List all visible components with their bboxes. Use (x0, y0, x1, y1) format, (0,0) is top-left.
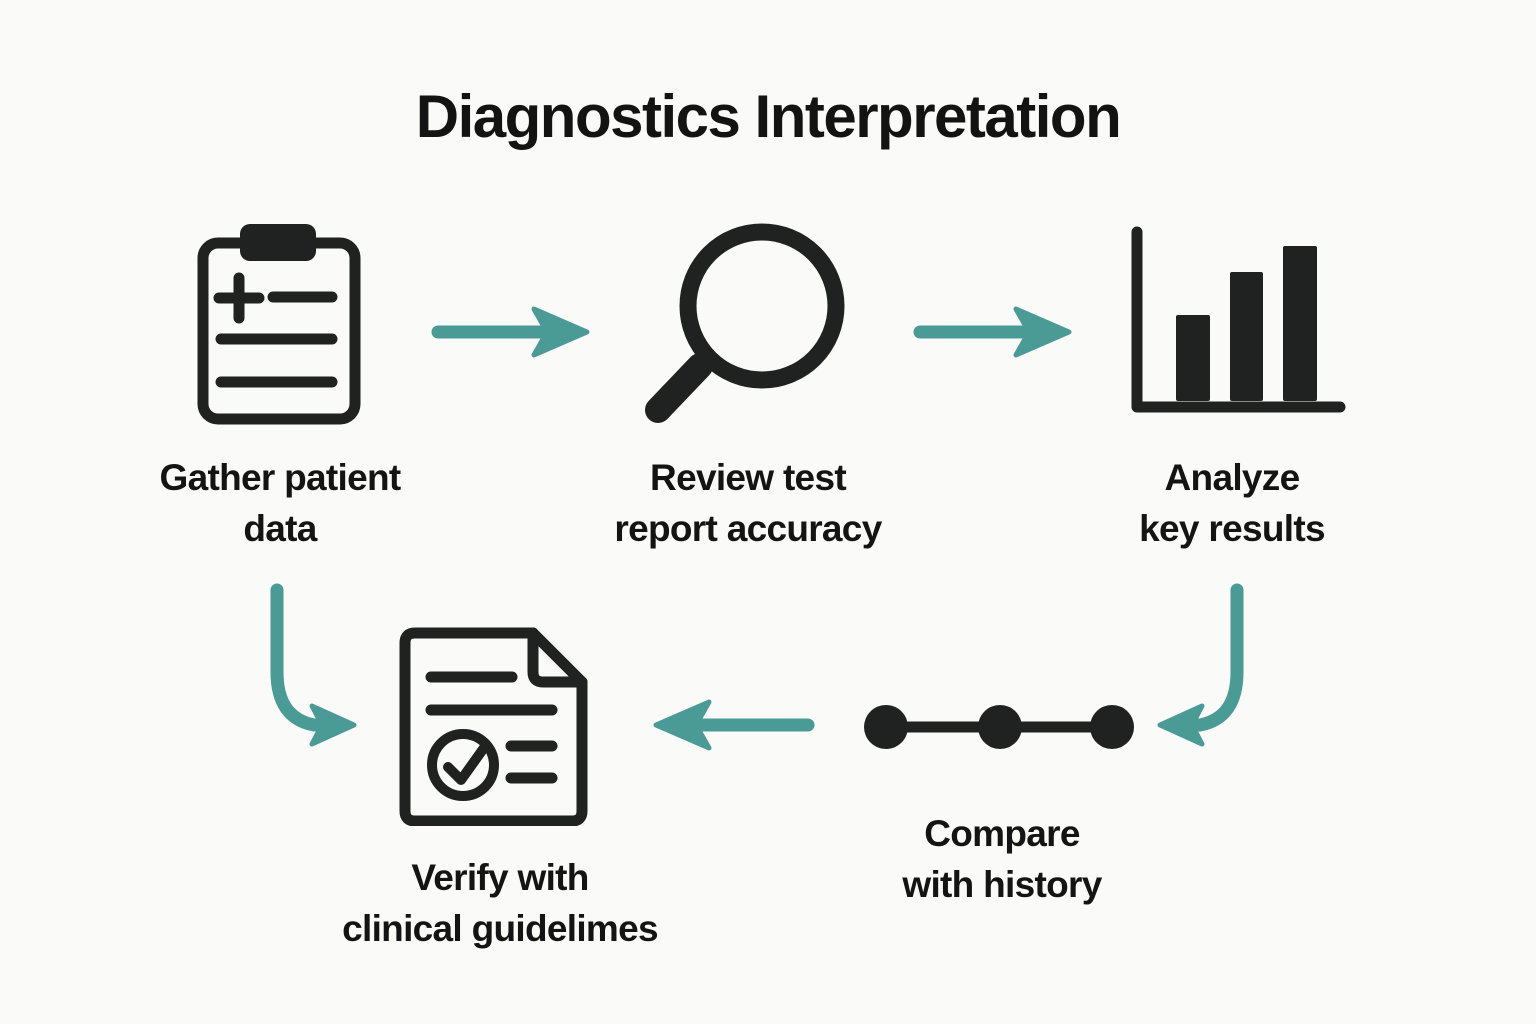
label-line: Review test (650, 457, 847, 498)
label-line: clinical guidelimes (342, 908, 658, 950)
arrow-review-to-analyze-icon (912, 304, 1077, 360)
label-line: Gather patient (159, 457, 401, 498)
clipboard-medical-icon (195, 222, 363, 426)
label-line: Verify with (411, 857, 589, 898)
label-gather-patient-data: Gather patient data (159, 452, 401, 554)
label-analyze-key-results: Analyze key results (1139, 452, 1325, 554)
label-line: data (243, 508, 317, 550)
bar-chart-icon (1128, 226, 1346, 416)
label-line: key results (1139, 508, 1325, 550)
document-check-icon (398, 626, 588, 826)
label-review-test-report: Review test report accuracy (614, 452, 882, 554)
timeline-dots-icon (860, 702, 1138, 752)
label-line: with history (902, 864, 1102, 906)
label-verify-guidelines: Verify with clinical guidelimes (342, 852, 658, 954)
label-line: Analyze (1164, 457, 1301, 498)
arrow-gather-down-to-verify-icon (250, 582, 362, 754)
arrow-gather-to-review-icon (430, 304, 595, 360)
label-line: Compare (924, 813, 1080, 854)
label-line: report accuracy (614, 508, 882, 550)
page-title: Diagnostics Interpretation (415, 83, 1122, 150)
magnifier-icon (642, 214, 850, 426)
arrow-analyze-down-to-compare-icon (1152, 582, 1264, 754)
arrow-compare-to-verify-icon (646, 697, 816, 753)
label-compare-with-history: Compare with history (902, 808, 1102, 910)
